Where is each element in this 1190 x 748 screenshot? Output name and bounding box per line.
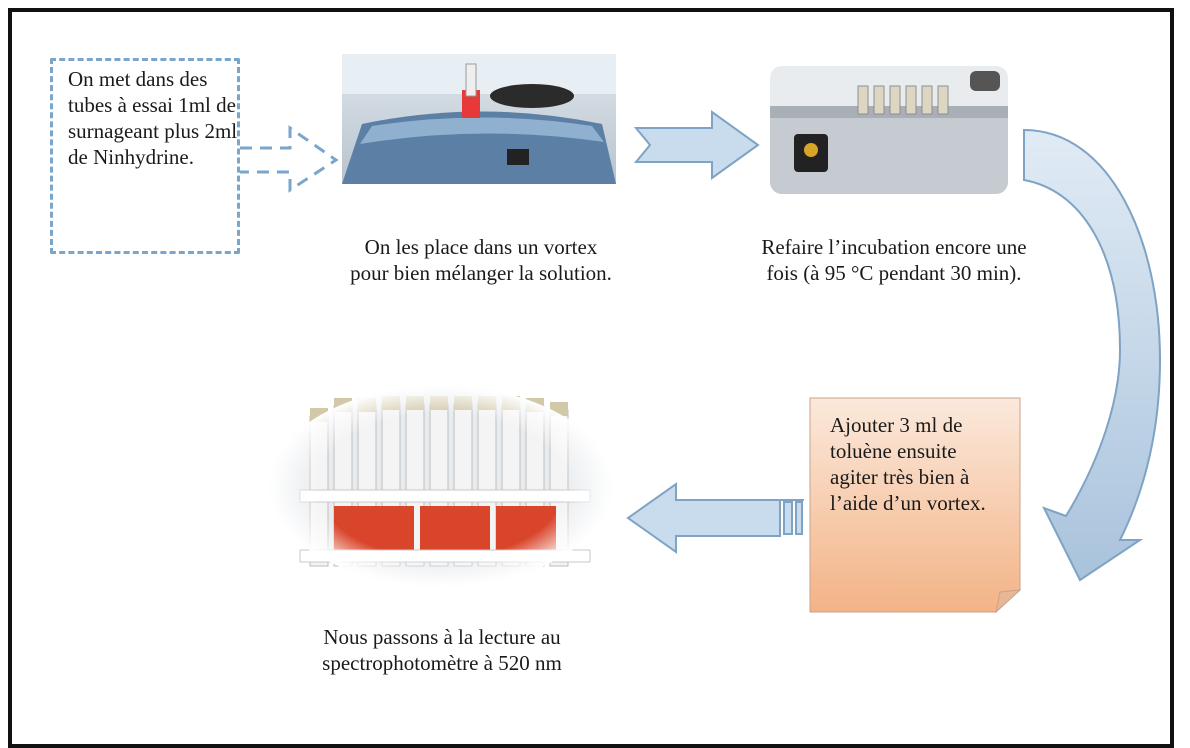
step2-text: On les place dans un vortex pour bien mé… bbox=[350, 235, 612, 285]
vortex-photo bbox=[342, 54, 616, 184]
water-bath-photo bbox=[770, 66, 1008, 194]
step1-dashed-box bbox=[50, 58, 240, 254]
step4-text: Ajouter 3 ml de toluène ensuite agiter t… bbox=[830, 413, 986, 515]
step3-text: Refaire l’incubation encore une fois (à … bbox=[761, 235, 1027, 285]
step5-text: Nous passons à la lecture au spectrophot… bbox=[322, 625, 562, 675]
test-tube-rack-photo bbox=[270, 386, 612, 586]
step1-text: On met dans des tubes à essai 1ml de sur… bbox=[68, 67, 238, 169]
